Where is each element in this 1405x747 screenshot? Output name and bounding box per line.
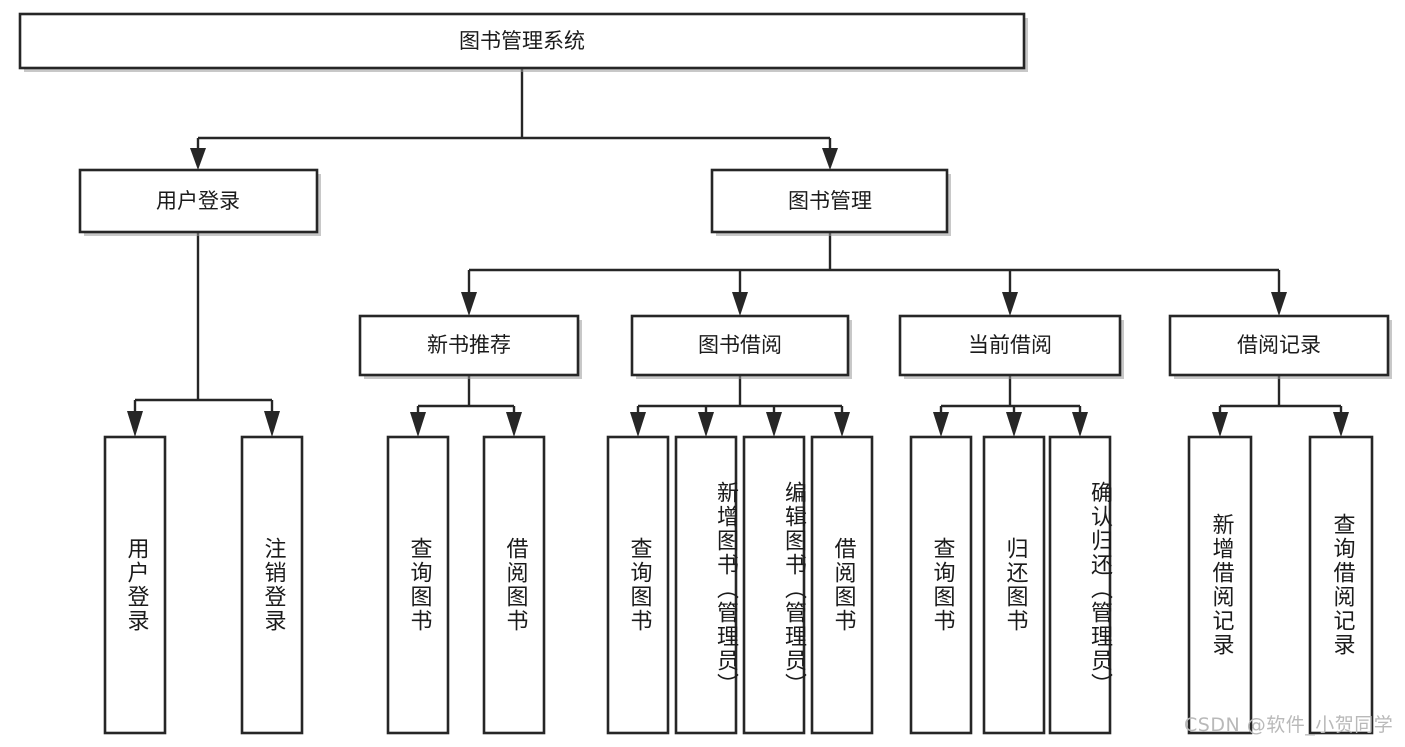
leaf-box-borrow-book-2[interactable] xyxy=(810,435,874,735)
leaf-box-user-logout[interactable] xyxy=(240,435,304,735)
leaf-box-add-book[interactable] xyxy=(674,435,738,735)
node-root-label: 图书管理系统 xyxy=(459,29,585,53)
arrow-head-leaf-user-logout xyxy=(264,411,280,437)
node-root[interactable]: 图书管理系统 xyxy=(18,12,1028,72)
arrow-head-leaf-edit-book xyxy=(766,412,782,437)
arrow-head-leaf-borrow-book-1 xyxy=(506,412,522,437)
leaf-box-query-book-3[interactable] xyxy=(909,435,973,735)
node-book-borrow-label: 图书借阅 xyxy=(698,333,782,357)
node-borrow-record-box[interactable] xyxy=(1168,314,1390,377)
node-new-book-recommend-label: 新书推荐 xyxy=(427,333,511,357)
node-current-borrow-box[interactable] xyxy=(898,314,1122,377)
node-book-manage[interactable]: 图书管理 xyxy=(710,168,951,236)
leaf-box-query-book-1[interactable] xyxy=(386,435,450,735)
leaf-box-query-record[interactable] xyxy=(1308,435,1374,735)
node-new-book-recommend-box[interactable] xyxy=(358,314,580,377)
node-borrow-record-label: 借阅记录 xyxy=(1237,333,1321,357)
leaf-box-borrow-book-1[interactable] xyxy=(482,435,546,735)
node-book-borrow-box[interactable] xyxy=(630,314,850,377)
arrow-head-user-login xyxy=(190,148,206,170)
arrow-head-leaf-borrow-book-2 xyxy=(834,412,850,437)
node-user-login[interactable]: 用户登录 xyxy=(78,168,321,236)
arrow-head-leaf-query-book-3 xyxy=(933,412,949,437)
node-root-box[interactable] xyxy=(18,12,1026,70)
arrow-head-leaf-query-book-2 xyxy=(630,412,646,437)
node-layer: 图书管理系统 用户登录 图书管理 新书推荐 xyxy=(18,12,1392,735)
node-user-login-box[interactable] xyxy=(78,168,319,234)
arrow-head-leaf-query-record xyxy=(1333,412,1349,437)
leaf-box-query-book-2[interactable] xyxy=(606,435,670,735)
arrow-head-book-manage xyxy=(822,148,838,170)
leaf-box-user-login[interactable] xyxy=(103,435,167,735)
node-new-book-recommend[interactable]: 新书推荐 xyxy=(358,314,582,379)
node-book-borrow[interactable]: 图书借阅 xyxy=(630,314,852,379)
leaf-boxes xyxy=(103,435,1374,735)
leaf-box-return-book[interactable] xyxy=(982,435,1046,735)
arrow-head-leaf-query-book-1 xyxy=(410,412,426,437)
node-current-borrow-label: 当前借阅 xyxy=(968,333,1052,357)
arrow-head-leaf-confirm-return xyxy=(1072,412,1088,437)
connector-layer xyxy=(127,68,1349,437)
arrow-head-leaf-return-book xyxy=(1006,412,1022,437)
node-user-login-label: 用户登录 xyxy=(156,189,240,213)
arrow-head-book-borrow xyxy=(732,292,748,316)
leaf-box-edit-book[interactable] xyxy=(742,435,806,735)
arrow-head-new-book-recommend xyxy=(461,292,477,316)
leaf-box-add-record[interactable] xyxy=(1187,435,1253,735)
node-book-manage-box[interactable] xyxy=(710,168,949,234)
arrow-head-leaf-user-login xyxy=(127,411,143,437)
arrow-head-leaf-add-book xyxy=(698,412,714,437)
watermark-text: CSDN @软件_小贺同学 xyxy=(1184,714,1394,736)
arrow-head-leaf-add-record xyxy=(1212,412,1228,437)
arrow-head-borrow-record xyxy=(1271,292,1287,316)
arrow-head-current-borrow xyxy=(1002,292,1018,316)
node-borrow-record[interactable]: 借阅记录 xyxy=(1168,314,1392,379)
node-book-manage-label: 图书管理 xyxy=(788,189,872,213)
node-current-borrow[interactable]: 当前借阅 xyxy=(898,314,1124,379)
leaf-box-confirm-return[interactable] xyxy=(1048,435,1112,735)
